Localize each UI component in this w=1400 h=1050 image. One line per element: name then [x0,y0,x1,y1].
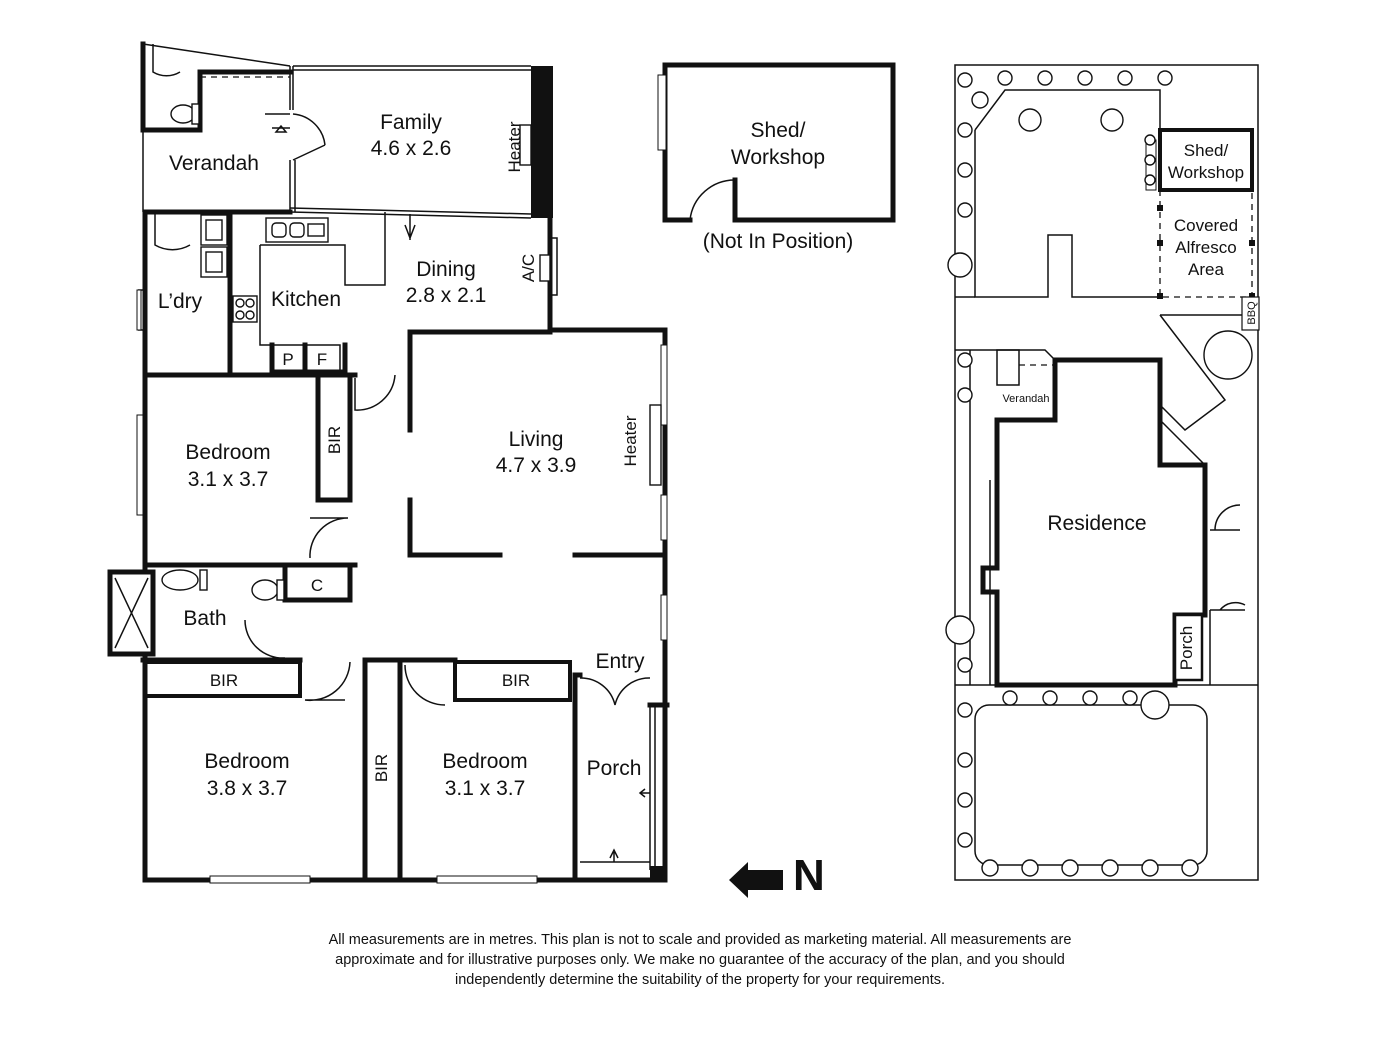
bedroom-a-size: 3.1 x 3.7 [188,468,269,491]
disclaimer-line-1: All measurements are in metres. This pla… [328,932,1072,948]
bir-label-bedroom-c: BIR [502,671,530,690]
verandah-label: Verandah [169,152,259,175]
bedroom-c-size: 3.1 x 3.7 [445,777,526,800]
disclaimer-line-2: approximate and for illustrative purpose… [335,952,1065,968]
bedroom-b-size: 3.8 x 3.7 [207,777,288,800]
site-shed-label-line2: Workshop [1168,163,1244,182]
bir-label-bedroom-a: BIR [325,426,344,454]
kitchen-label: Kitchen [271,288,341,311]
family-heater-icon [519,124,532,166]
ac-unit-icon [539,254,551,282]
shed-plan [657,62,896,223]
dining-label: Dining [416,258,476,281]
tree-icons [945,70,1253,877]
dining-size: 2.8 x 2.1 [406,284,487,307]
alfresco-label-line3: Area [1188,260,1224,279]
disclaimer-line-3: independently determine the suitability … [454,972,946,988]
site-verandah-label: Verandah [1002,393,1049,405]
family-label: Family [380,111,442,134]
shed-label-line2: Workshop [731,146,825,169]
bir-label-hall: BIR [372,754,391,782]
site-porch-label: Porch [1177,626,1196,670]
ac-label: A/C [519,254,538,282]
living-heater-icon [649,404,662,486]
north-arrow-icon [729,862,783,898]
cistern-icon [191,103,200,125]
residence-label: Residence [1047,512,1146,535]
living-label: Living [509,428,564,451]
living-size: 4.7 x 3.9 [496,454,577,477]
laundry-label: L’dry [158,290,203,313]
main-floor-plan [107,41,670,884]
bath-basin-icon [161,569,199,591]
site-plan [945,64,1260,881]
alfresco-label-line2: Alfresco [1175,238,1236,257]
bath-label: Bath [183,607,226,630]
shed-note: (Not In Position) [703,230,854,253]
alfresco-label-line1: Covered [1174,216,1238,235]
bedroom-b-label: Bedroom [204,750,289,773]
pantry-label: P [282,350,293,369]
entry-label: Entry [595,650,645,673]
bbq-label: BBQ [1246,301,1258,325]
bedroom-a-label: Bedroom [185,441,270,464]
living-heater-label: Heater [621,415,640,466]
disclaimer: All measurements are in metres. This pla… [230,930,1170,990]
bedroom-c-label: Bedroom [442,750,527,773]
fridge-label: F [317,350,327,369]
porch-label: Porch [587,757,642,780]
family-east-wall [531,66,553,218]
bir-label-bedroom-b: BIR [210,671,238,690]
site-shed-label-line1: Shed/ [1184,141,1229,160]
cupboard-label: C [311,576,323,595]
compass-label: N [793,851,825,900]
family-size: 4.6 x 2.6 [371,137,452,160]
bath-toilet-icon [251,579,279,601]
family-heater-label: Heater [505,121,524,172]
shed-label-line1: Shed/ [751,119,806,142]
